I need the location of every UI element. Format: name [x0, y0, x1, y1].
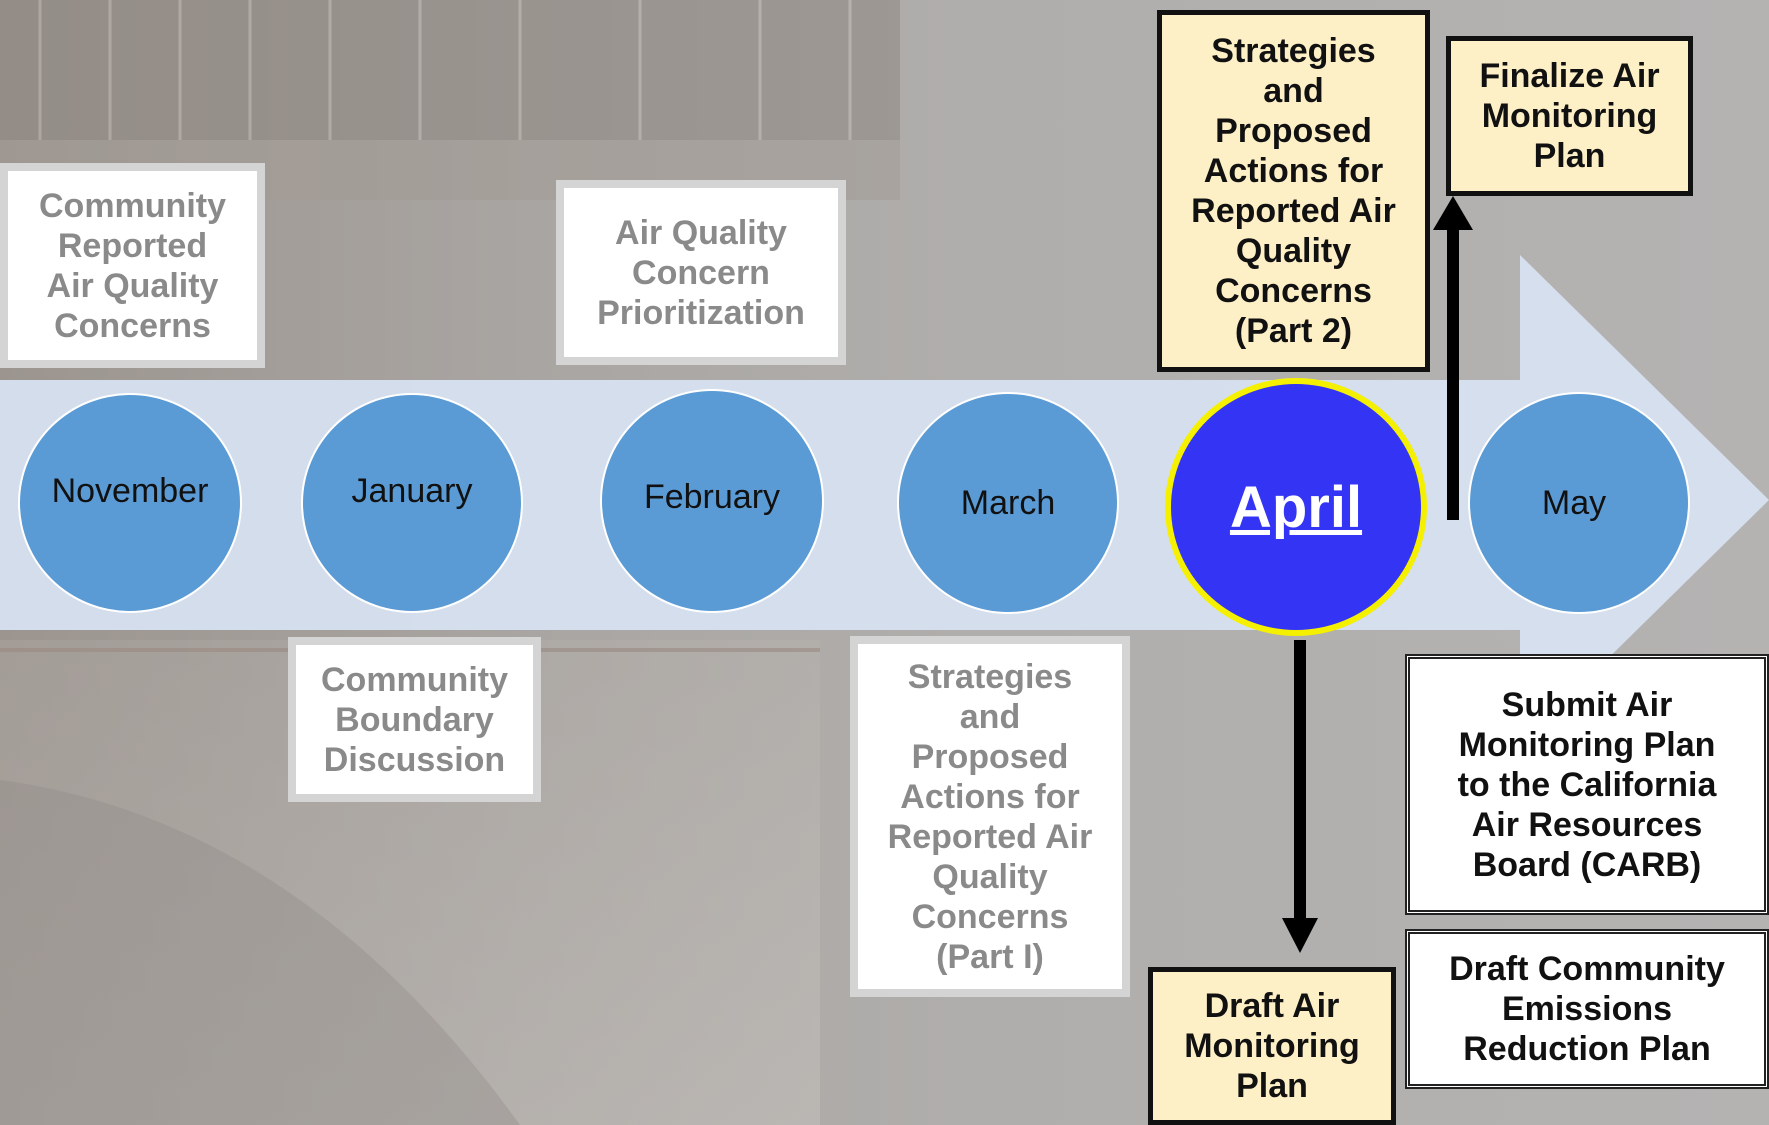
month-march: March — [897, 392, 1119, 614]
month-label: May — [1541, 483, 1607, 522]
arrowhead-down — [1282, 918, 1318, 953]
month-label: January — [351, 471, 473, 510]
milestone-may-finalize: Finalize Air Monitoring Plan — [1446, 36, 1693, 196]
milestone-march: Strategies and Proposed Actions for Repo… — [850, 636, 1130, 997]
month-label: February — [643, 477, 781, 516]
month-april-current[interactable]: April — [1165, 378, 1427, 636]
milestone-april-draft-plan: Draft Air Monitoring Plan — [1148, 967, 1396, 1125]
milestone-february: Air Quality Concern Prioritization — [556, 180, 846, 365]
month-february: February — [600, 389, 824, 613]
milestone-january: Community Boundary Discussion — [288, 637, 541, 802]
month-january: January — [301, 393, 523, 613]
milestone-may-draft-cerp: Draft Community Emissions Reduction Plan — [1405, 929, 1769, 1089]
arrowhead-up — [1433, 196, 1473, 230]
month-label: March — [960, 483, 1056, 522]
month-november: November — [18, 393, 242, 613]
milestone-april-top: Strategies and Proposed Actions for Repo… — [1157, 10, 1430, 372]
milestone-november: Community Reported Air Quality Concerns — [0, 163, 265, 368]
month-label[interactable]: April — [1229, 474, 1363, 540]
month-label: November — [51, 471, 209, 510]
milestone-may-submit: Submit Air Monitoring Plan to the Califo… — [1405, 654, 1769, 915]
month-may: May — [1468, 392, 1690, 614]
